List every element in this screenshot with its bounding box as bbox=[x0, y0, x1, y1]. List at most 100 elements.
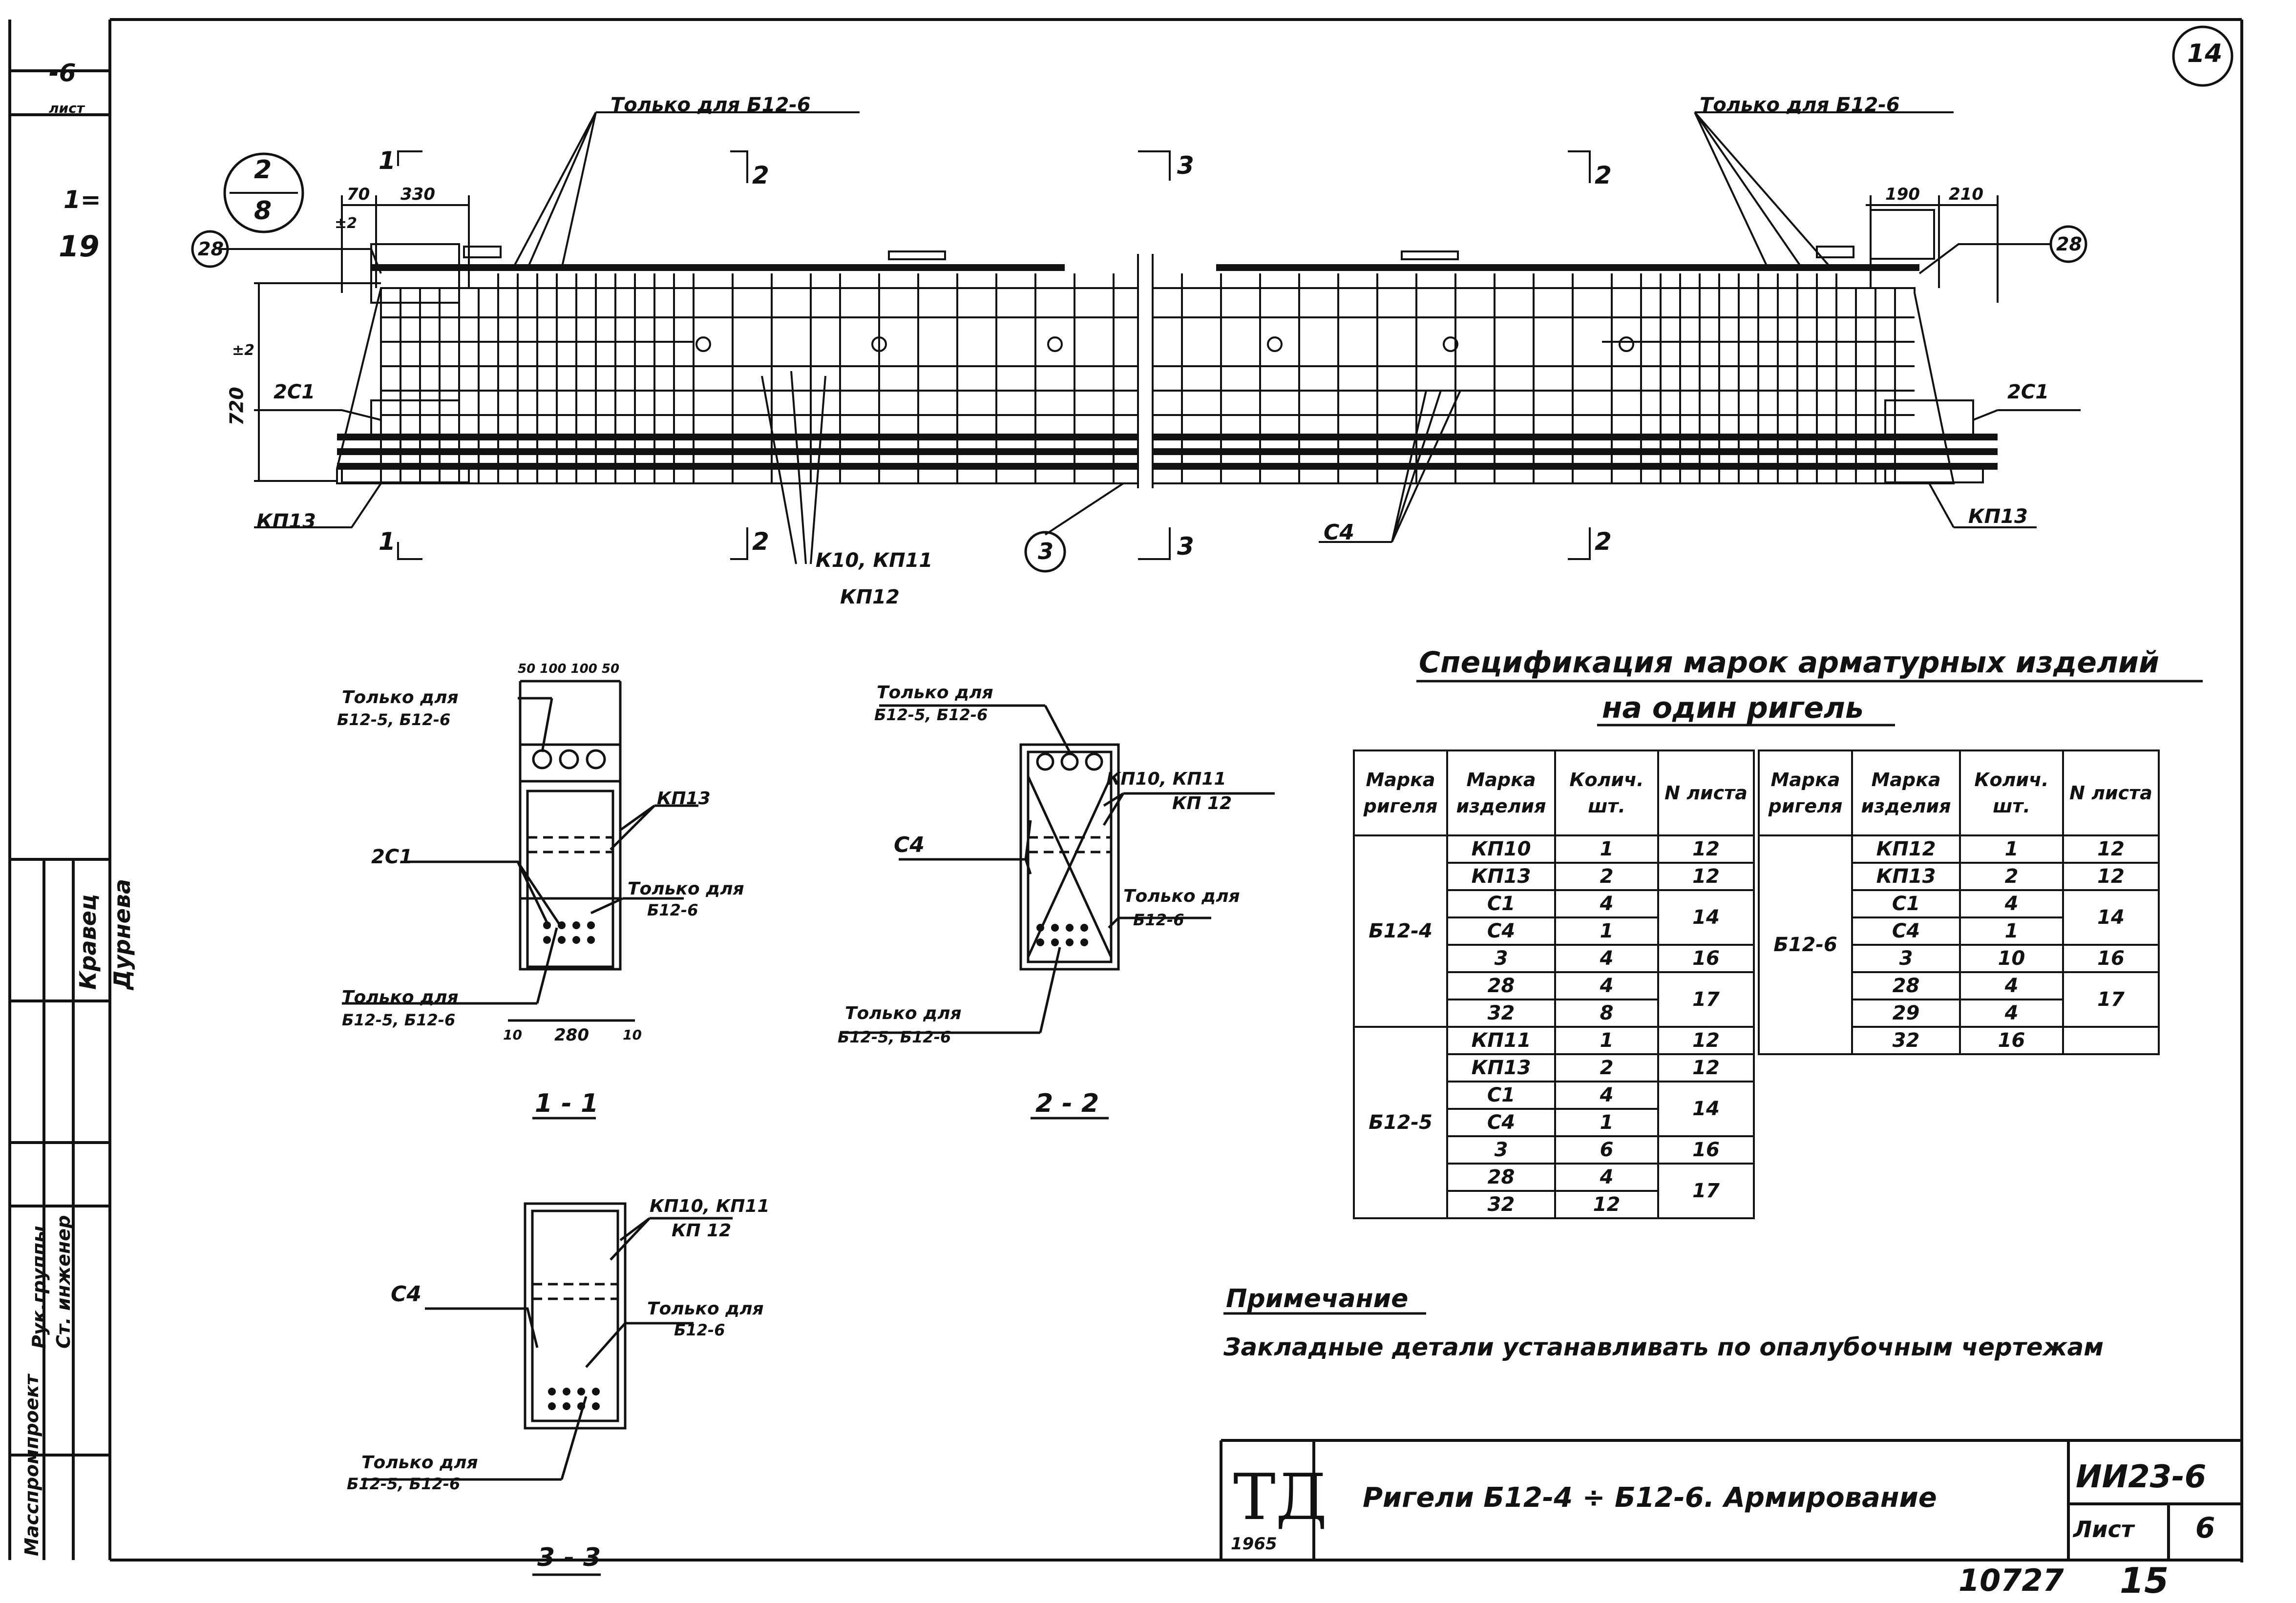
table-cell: КП13 bbox=[1851, 862, 1961, 891]
cut-3-bottom: 3 bbox=[1177, 532, 1194, 561]
s22-title: 2 - 2 bbox=[1035, 1089, 1099, 1118]
table-cell: 28 bbox=[1446, 971, 1556, 1000]
hdr-beam-mark-left: Марка ригеля bbox=[1353, 749, 1448, 836]
level-mark-dim: ±2 bbox=[232, 342, 255, 359]
sheet-number-circle: 14 bbox=[2187, 39, 2223, 68]
s22-kp12: КП 12 bbox=[1172, 793, 1232, 813]
s33-title: 3 - 3 bbox=[537, 1543, 601, 1572]
s22-b12-5-6-bottom: Б12-5, Б12-6 bbox=[838, 1028, 951, 1046]
label-2c1-left: 2С1 bbox=[274, 381, 316, 403]
dim-70: 70 bbox=[347, 185, 370, 204]
cut-1-top: 1 bbox=[379, 146, 396, 175]
table-cell: 4 bbox=[1959, 971, 2064, 1000]
strip-name-2: Кравец bbox=[75, 894, 101, 990]
table-cell: 14 bbox=[2062, 889, 2160, 946]
table-cell: 17 bbox=[2062, 971, 2160, 1028]
table-cell: 14 bbox=[1657, 1081, 1755, 1137]
strip-role-org: Масспромпроект bbox=[21, 1374, 42, 1556]
hdr-item-mark-right: Марка изделия bbox=[1851, 749, 1961, 836]
spec-subtitle: на один ригель bbox=[1602, 691, 1864, 725]
table-cell: 12 bbox=[1657, 1026, 1755, 1055]
table-cell: 12 bbox=[1657, 862, 1755, 891]
table-cell bbox=[2062, 1026, 2160, 1055]
table-cell: 32 bbox=[1446, 999, 1556, 1028]
logo-td: ТД bbox=[1233, 1460, 1327, 1534]
s33-b12-5-6-bottom: Б12-5, Б12-6 bbox=[347, 1475, 461, 1493]
table-cell: 4 bbox=[1554, 944, 1659, 973]
beam-mark-b12-4: Б12-4 bbox=[1353, 834, 1448, 1028]
footer-number: 10727 bbox=[1959, 1562, 2064, 1598]
table-cell: С4 bbox=[1446, 1108, 1556, 1137]
table-cell: 4 bbox=[1554, 1081, 1659, 1110]
cut-3-top: 3 bbox=[1177, 151, 1194, 180]
dim-190: 190 bbox=[1885, 185, 1920, 204]
table-cell: 32 bbox=[1446, 1190, 1556, 1219]
cut-1-bottom: 1 bbox=[379, 527, 396, 556]
title-block: ТД 1965 Ригели Б12-4 ÷ Б12-6. Армировани… bbox=[1221, 1440, 2242, 1560]
cut-2-top-left: 2 bbox=[752, 161, 769, 189]
label-2c1-right: 2С1 bbox=[2007, 381, 2049, 403]
section-mark-bottom: 8 bbox=[254, 196, 272, 226]
table-cell: С1 bbox=[1446, 889, 1556, 918]
table-cell: 3 bbox=[1446, 944, 1556, 973]
s22-only-for-bottom: Только для bbox=[845, 1003, 962, 1023]
table-cell: 28 bbox=[1446, 1163, 1556, 1192]
callout-28-left: 28 bbox=[198, 238, 224, 260]
cut-2-bottom-left: 2 bbox=[752, 527, 769, 556]
s33-only-for-bottom: Только для bbox=[361, 1453, 478, 1473]
sheet-number: 6 bbox=[2195, 1511, 2215, 1544]
cut-2-top-right: 2 bbox=[1595, 161, 1612, 189]
drawing-title: Ригели Б12-4 ÷ Б12-6. Армирование bbox=[1363, 1482, 1937, 1514]
strip-role-lead: Рук.группы bbox=[28, 1226, 50, 1349]
table-cell: 14 bbox=[1657, 889, 1755, 946]
table-cell: 4 bbox=[1554, 1163, 1659, 1192]
table-cell: 2 bbox=[1959, 862, 2064, 891]
label-kp13-right: КП13 bbox=[1968, 505, 2028, 528]
s11-dim-10-left: 10 bbox=[503, 1027, 522, 1043]
table-cell: 2 bbox=[1554, 862, 1659, 891]
callout-28-right: 28 bbox=[2056, 233, 2082, 255]
s11-only-for-bottom: Только для bbox=[342, 987, 459, 1007]
callout-3: 3 bbox=[1038, 538, 1054, 564]
strip-name-1: Дурнева bbox=[109, 878, 135, 990]
s11-only-for: Только для bbox=[342, 687, 459, 708]
table-cell: 10 bbox=[1959, 944, 2064, 973]
strip-role-engineer: Ст. инженер bbox=[53, 1215, 74, 1349]
s11-only-for-b12-6: Только для bbox=[628, 879, 744, 899]
table-cell: 1 bbox=[1959, 834, 2064, 864]
table-cell: 1 bbox=[1554, 1108, 1659, 1137]
note-text: Закладные детали устанавливать по опалуб… bbox=[1223, 1333, 2104, 1361]
table-cell: 16 bbox=[1657, 1135, 1755, 1165]
s22-kp10: КП10, КП11 bbox=[1106, 769, 1226, 789]
spec-table: Марка ригеля Марка изделия Колич. шт. N … bbox=[1353, 749, 2160, 1219]
beam-mark-b12-6: Б12-6 bbox=[1758, 834, 1853, 1055]
dim-720: 720 bbox=[226, 387, 248, 426]
s33-b12-6: Б12-6 bbox=[674, 1321, 725, 1339]
hdr-sheet-left: N листа bbox=[1657, 749, 1755, 836]
drawing-code: ИИ23-6 bbox=[2076, 1459, 2207, 1495]
label-kp12: КП12 bbox=[840, 586, 900, 608]
table-cell: 6 bbox=[1554, 1135, 1659, 1165]
s11-dims-top: 50 100 100 50 bbox=[518, 662, 620, 676]
table-cell: 16 bbox=[1959, 1026, 2064, 1055]
table-cell: 17 bbox=[1657, 971, 1755, 1028]
table-cell: С1 bbox=[1851, 889, 1961, 918]
s33-only-for-b12-6: Только для bbox=[647, 1299, 764, 1319]
table-cell: 16 bbox=[2062, 944, 2160, 973]
table-cell: 3 bbox=[1851, 944, 1961, 973]
table-cell: 4 bbox=[1959, 999, 2064, 1028]
hdr-qty-left: Колич. шт. bbox=[1554, 749, 1659, 836]
strip-code2: 1= bbox=[63, 186, 101, 214]
table-cell: КП13 bbox=[1446, 862, 1556, 891]
s11-title: 1 - 1 bbox=[535, 1089, 599, 1118]
table-cell: 8 bbox=[1554, 999, 1659, 1028]
only-for-b12-6-left: Только для Б12-6 bbox=[611, 94, 811, 116]
table-cell: 3 bbox=[1446, 1135, 1556, 1165]
table-cell: 32 bbox=[1851, 1026, 1961, 1055]
table-cell: 2 bbox=[1554, 1053, 1659, 1083]
table-cell: 16 bbox=[1657, 944, 1755, 973]
s11-b12-6: Б12-6 bbox=[647, 901, 698, 919]
s11-b12-5-6-top: Б12-5, Б12-6 bbox=[337, 710, 451, 729]
s22-only-for-b12-6: Только для bbox=[1123, 886, 1240, 906]
